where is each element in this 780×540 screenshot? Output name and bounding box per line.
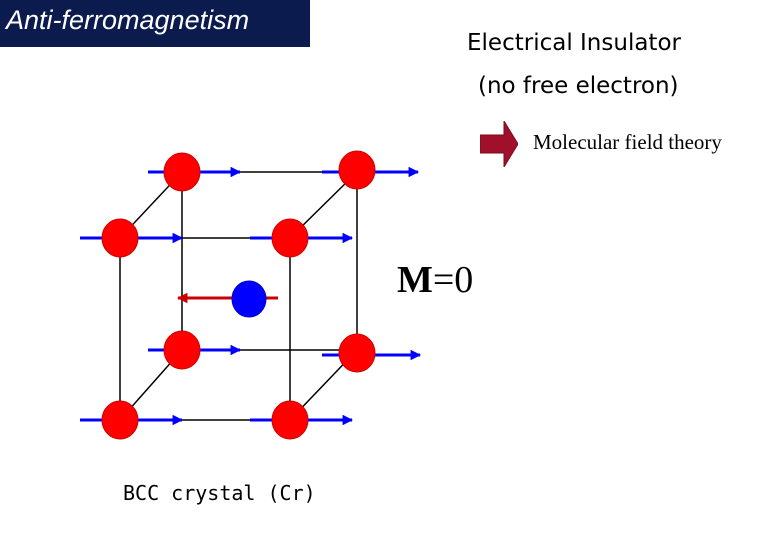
atom-corner [101,218,139,258]
subtitle-line-2: (no free electron) [478,73,679,99]
block-arrow-right-icon [480,121,518,167]
crystal-caption: BCC crystal (Cr) [123,481,316,505]
atom-corner [101,400,139,440]
subtitle-line-1: Electrical Insulator [467,30,681,56]
atom-corner [271,400,309,440]
molecular-field-theory-label: Molecular field theory [533,130,722,154]
slide-title: Anti-ferromagnetism [6,5,250,35]
atom-corner [163,330,201,370]
corner-atoms [101,150,376,440]
atom-corner [271,218,309,258]
title-banner: Anti-ferromagnetism [0,0,310,47]
magnetization-equation: M=0 [397,258,473,302]
atom-center [231,280,267,318]
atom-corner [338,333,376,373]
magnetization-value: =0 [432,259,474,301]
magnetization-symbol: M [397,259,433,301]
atom-corner [163,152,201,192]
atom-corner [338,150,376,190]
